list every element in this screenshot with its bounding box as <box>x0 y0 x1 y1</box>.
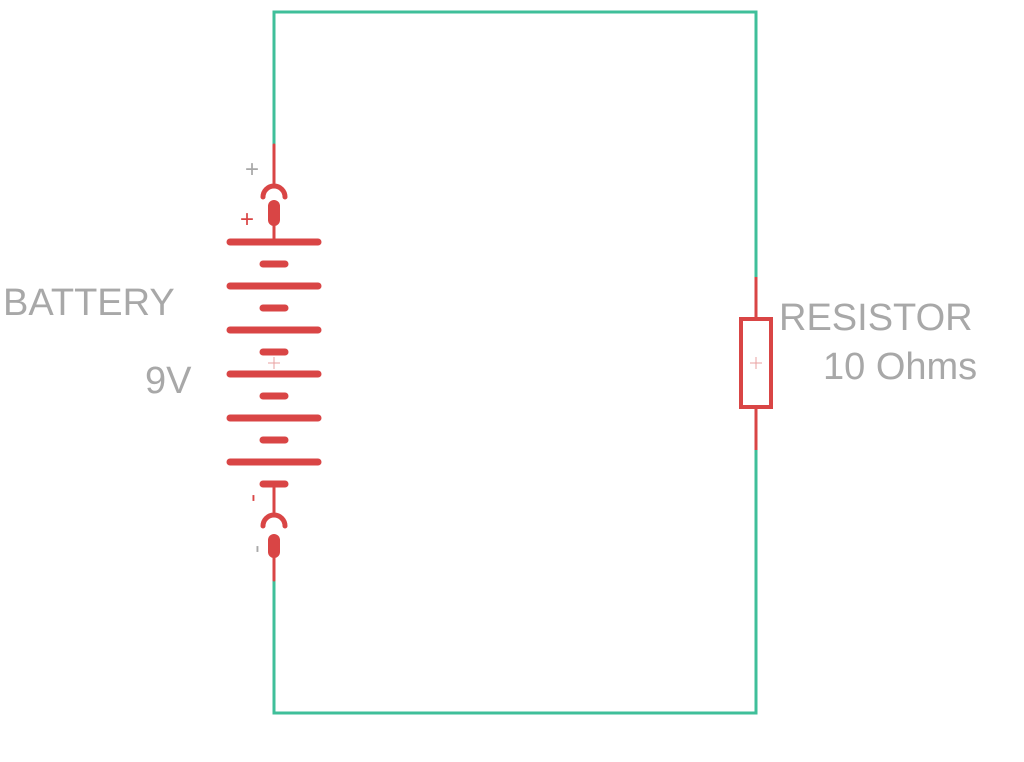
battery-neg-pin-label: - <box>245 545 272 553</box>
battery-symbol[interactable] <box>226 143 322 582</box>
resistor-value-label: 10 Ohms <box>823 346 978 388</box>
battery-origin-cross <box>268 357 280 369</box>
resistor-name-label: RESISTOR <box>779 297 973 339</box>
battery-value-label: 9V <box>145 360 192 402</box>
wire-net[interactable] <box>272 10 758 715</box>
battery-neg-symbol: - <box>241 494 268 502</box>
battery-name-label: BATTERY <box>3 282 175 324</box>
battery-pos-pin-label: + <box>245 156 260 183</box>
resistor-symbol[interactable] <box>739 277 773 450</box>
battery-pos-symbol: + <box>240 206 255 233</box>
